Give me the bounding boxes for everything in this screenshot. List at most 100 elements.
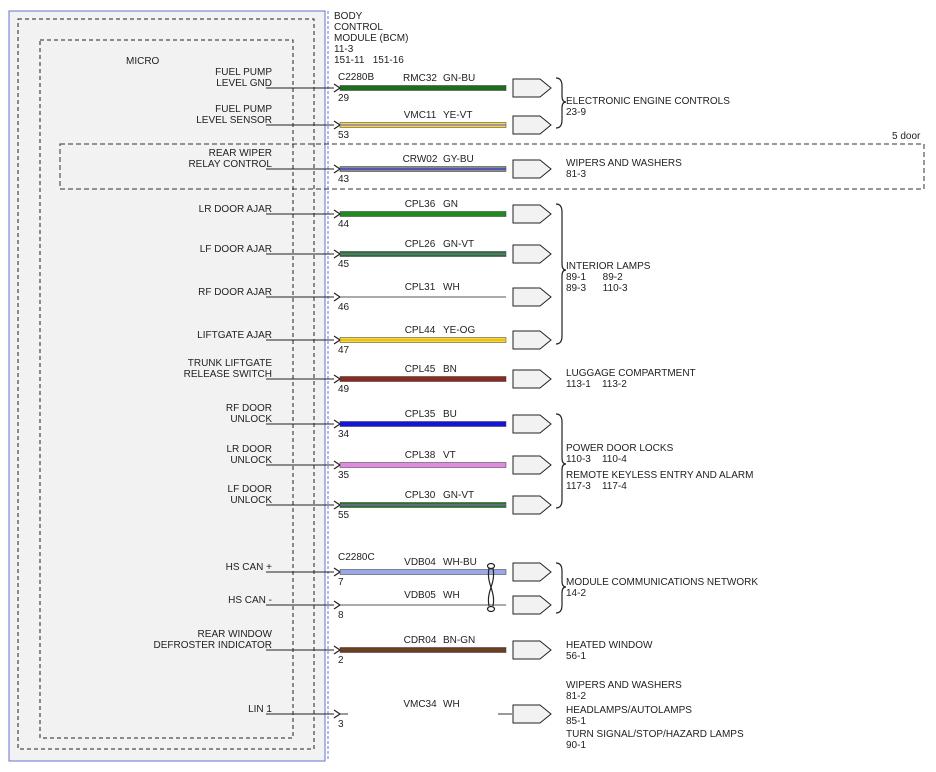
destination-line: 113-1 113-2 bbox=[566, 379, 627, 390]
connector-arrow-icon bbox=[512, 455, 552, 475]
module-title-line: BODY bbox=[334, 11, 363, 22]
pin-terminal-icon bbox=[333, 164, 342, 174]
circuit-function-label: LF DOOR bbox=[228, 484, 272, 495]
circuit-function-label: LR DOOR bbox=[226, 444, 272, 455]
circuit-function-label: RELEASE SWITCH bbox=[184, 369, 272, 380]
bcm-module-frame bbox=[8, 10, 326, 762]
pin-terminal-icon bbox=[333, 335, 342, 345]
pin-terminal-icon bbox=[333, 209, 342, 219]
circuit-function-label: RF DOOR bbox=[226, 403, 272, 414]
connector-label-c2280c: C2280C bbox=[338, 552, 375, 563]
circuit-id: CPL45 bbox=[405, 364, 436, 375]
pin-number: 2 bbox=[338, 655, 344, 666]
circuit-id: CPL35 bbox=[405, 409, 436, 420]
module-title-line: CONTROL bbox=[334, 22, 383, 33]
connector-arrow-icon bbox=[512, 78, 552, 98]
connector-arrow-icon bbox=[512, 562, 552, 582]
destination-line: MODULE COMMUNICATIONS NETWORK bbox=[566, 577, 758, 588]
circuit-function-label: LIN 1 bbox=[248, 704, 272, 715]
pin-number: 55 bbox=[338, 510, 350, 521]
destination-line: HEATED WINDOW bbox=[566, 640, 653, 651]
pin-number: 43 bbox=[338, 174, 350, 185]
pin-terminal-icon bbox=[333, 419, 342, 429]
module-title: BODY CONTROL MODULE (BCM) 11-3 151-11 15… bbox=[334, 11, 408, 66]
circuit-id: VDB04 bbox=[404, 557, 436, 568]
micro-frame bbox=[39, 39, 294, 739]
connector-label-c2280b: C2280B bbox=[338, 72, 374, 83]
circuit-function-label: HS CAN - bbox=[228, 595, 272, 606]
destination-line: REMOTE KEYLESS ENTRY AND ALARM bbox=[566, 470, 753, 481]
circuit-id: CPL30 bbox=[405, 490, 436, 501]
pin-number: 44 bbox=[338, 219, 350, 230]
twisted-pair-end bbox=[486, 605, 496, 613]
wire-body bbox=[339, 421, 507, 427]
destination-line: 110-3 110-4 bbox=[566, 454, 627, 465]
circuit-function-label: UNLOCK bbox=[230, 495, 272, 506]
pin-number: 35 bbox=[338, 470, 350, 481]
circuit-id: VMC11 bbox=[404, 110, 437, 121]
wire-body bbox=[339, 569, 507, 575]
connector-arrow-icon bbox=[512, 640, 552, 660]
connector-arrow-icon bbox=[512, 244, 552, 264]
wire-color-code: GN-BU bbox=[443, 73, 475, 84]
circuit-id: RMC32 bbox=[403, 73, 437, 84]
circuit-function-label: RF DOOR AJAR bbox=[198, 287, 272, 298]
module-title-line: 151-11 151-16 bbox=[334, 55, 404, 66]
destination-labels: ELECTRONIC ENGINE CONTROLS 23-9 WIPERS A… bbox=[566, 96, 758, 751]
connector-arrow-icon bbox=[512, 704, 552, 724]
wire-color-code: GN bbox=[443, 199, 458, 210]
inner-module-frame bbox=[17, 18, 315, 750]
twisted-pair-link bbox=[487, 567, 495, 607]
pin-number: 46 bbox=[338, 302, 350, 313]
destination-line: TURN SIGNAL/STOP/HAZARD LAMPS bbox=[566, 729, 744, 740]
circuit-function-label: RELAY CONTROL bbox=[188, 159, 272, 170]
destination-line: POWER DOOR LOCKS bbox=[566, 443, 674, 454]
bracket-power-door-locks bbox=[555, 413, 567, 509]
pin-terminal-icon bbox=[333, 83, 342, 93]
destination-line: 23-9 bbox=[566, 107, 586, 118]
circuit-function-label: DEFROSTER INDICATOR bbox=[153, 640, 272, 651]
destination-brackets bbox=[555, 77, 567, 614]
circuit-function-label: TRUNK LIFTGATE bbox=[188, 358, 273, 369]
pin-terminal-icon bbox=[333, 249, 342, 259]
circuit-id: CPL26 bbox=[405, 239, 436, 250]
wire-color-code: BN-GN bbox=[443, 635, 475, 646]
circuit-id: VMC34 bbox=[403, 699, 437, 710]
circuit-function-label: LEVEL SENSOR bbox=[196, 115, 272, 126]
circuit-id: CDR04 bbox=[404, 635, 437, 646]
destination-line: WIPERS AND WASHERS bbox=[566, 680, 682, 691]
destination-line: WIPERS AND WASHERS bbox=[566, 158, 682, 169]
circuit-function-label: HS CAN + bbox=[226, 562, 273, 573]
wire-color-code: GN-VT bbox=[443, 239, 474, 250]
pin-terminal-icon bbox=[333, 645, 342, 655]
circuit-function-label: FUEL PUMP bbox=[215, 104, 272, 115]
destination-line: 89-3 110-3 bbox=[566, 283, 628, 294]
pin-number: 53 bbox=[338, 130, 350, 141]
destination-line: 56-1 bbox=[566, 651, 586, 662]
pin-terminal-icon bbox=[333, 500, 342, 510]
pin-terminal-icon bbox=[333, 120, 342, 130]
destination-line: 81-3 bbox=[566, 169, 586, 180]
wire-color-code: VT bbox=[443, 450, 456, 461]
wire-color-code: BU bbox=[443, 409, 457, 420]
wire-color-code: WH bbox=[443, 590, 460, 601]
circuit-function-label: LIFTGATE AJAR bbox=[197, 330, 272, 341]
circuit-id: CPL38 bbox=[405, 450, 436, 461]
circuit-function-label: REAR WINDOW bbox=[198, 629, 273, 640]
twisted-pair-end bbox=[486, 562, 496, 570]
circuit-function-label: LEVEL GND bbox=[216, 78, 272, 89]
circuit-id: CPL44 bbox=[405, 325, 436, 336]
circuit-function-label: LF DOOR AJAR bbox=[200, 244, 272, 255]
wire-body bbox=[339, 462, 507, 468]
module-title-line: 11-3 bbox=[334, 44, 354, 55]
pin-number: 49 bbox=[338, 384, 350, 395]
destination-line: HEADLAMPS/AUTOLAMPS bbox=[566, 705, 692, 716]
pin-terminal-icon bbox=[333, 567, 342, 577]
wire-color-code: YE-VT bbox=[443, 110, 472, 121]
pin-number: 47 bbox=[338, 345, 350, 356]
wire-color-code: BN bbox=[443, 364, 457, 375]
twisted-pair-icon bbox=[486, 562, 496, 613]
connector-arrow-icon bbox=[512, 414, 552, 434]
destination-line: 89-1 89-2 bbox=[566, 272, 623, 283]
